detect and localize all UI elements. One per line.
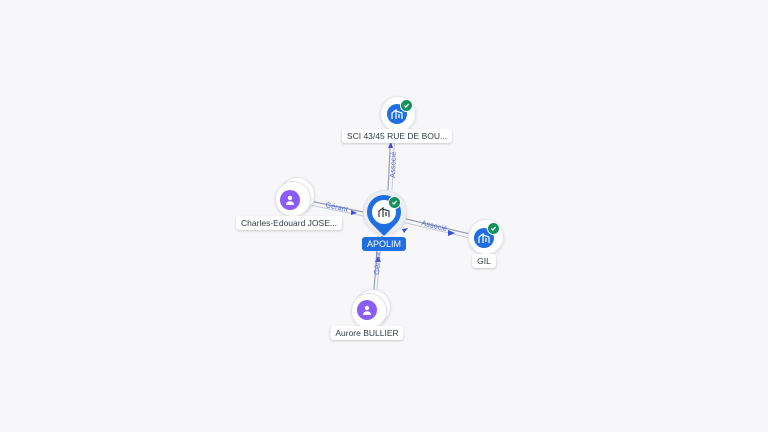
edge-charles-center[interactable]: Gérant	[309, 200, 369, 218]
person-icon	[357, 300, 377, 320]
edge-label-aurore: Gérant	[372, 251, 383, 275]
node-label-sci: SCI 43/45 RUE DE BOU...	[341, 129, 453, 143]
person-icon	[280, 190, 300, 210]
edge-label-gil: Associé	[421, 218, 449, 233]
verified-check-icon	[388, 196, 401, 209]
edge-center-gil[interactable]: Associé	[401, 217, 471, 239]
verified-check-icon	[400, 99, 413, 112]
verified-check-icon	[487, 222, 500, 235]
node-label-charles: Charles-Edouard JOSE...	[236, 216, 342, 230]
edge-label-charles: Gérant	[325, 200, 350, 214]
edge-label-sci: Associé	[388, 152, 398, 179]
node-label-center: APOLIM	[361, 237, 407, 251]
node-label-aurore: Aurore BULLIER	[330, 326, 404, 340]
node-label-gil: GIL	[472, 254, 496, 268]
